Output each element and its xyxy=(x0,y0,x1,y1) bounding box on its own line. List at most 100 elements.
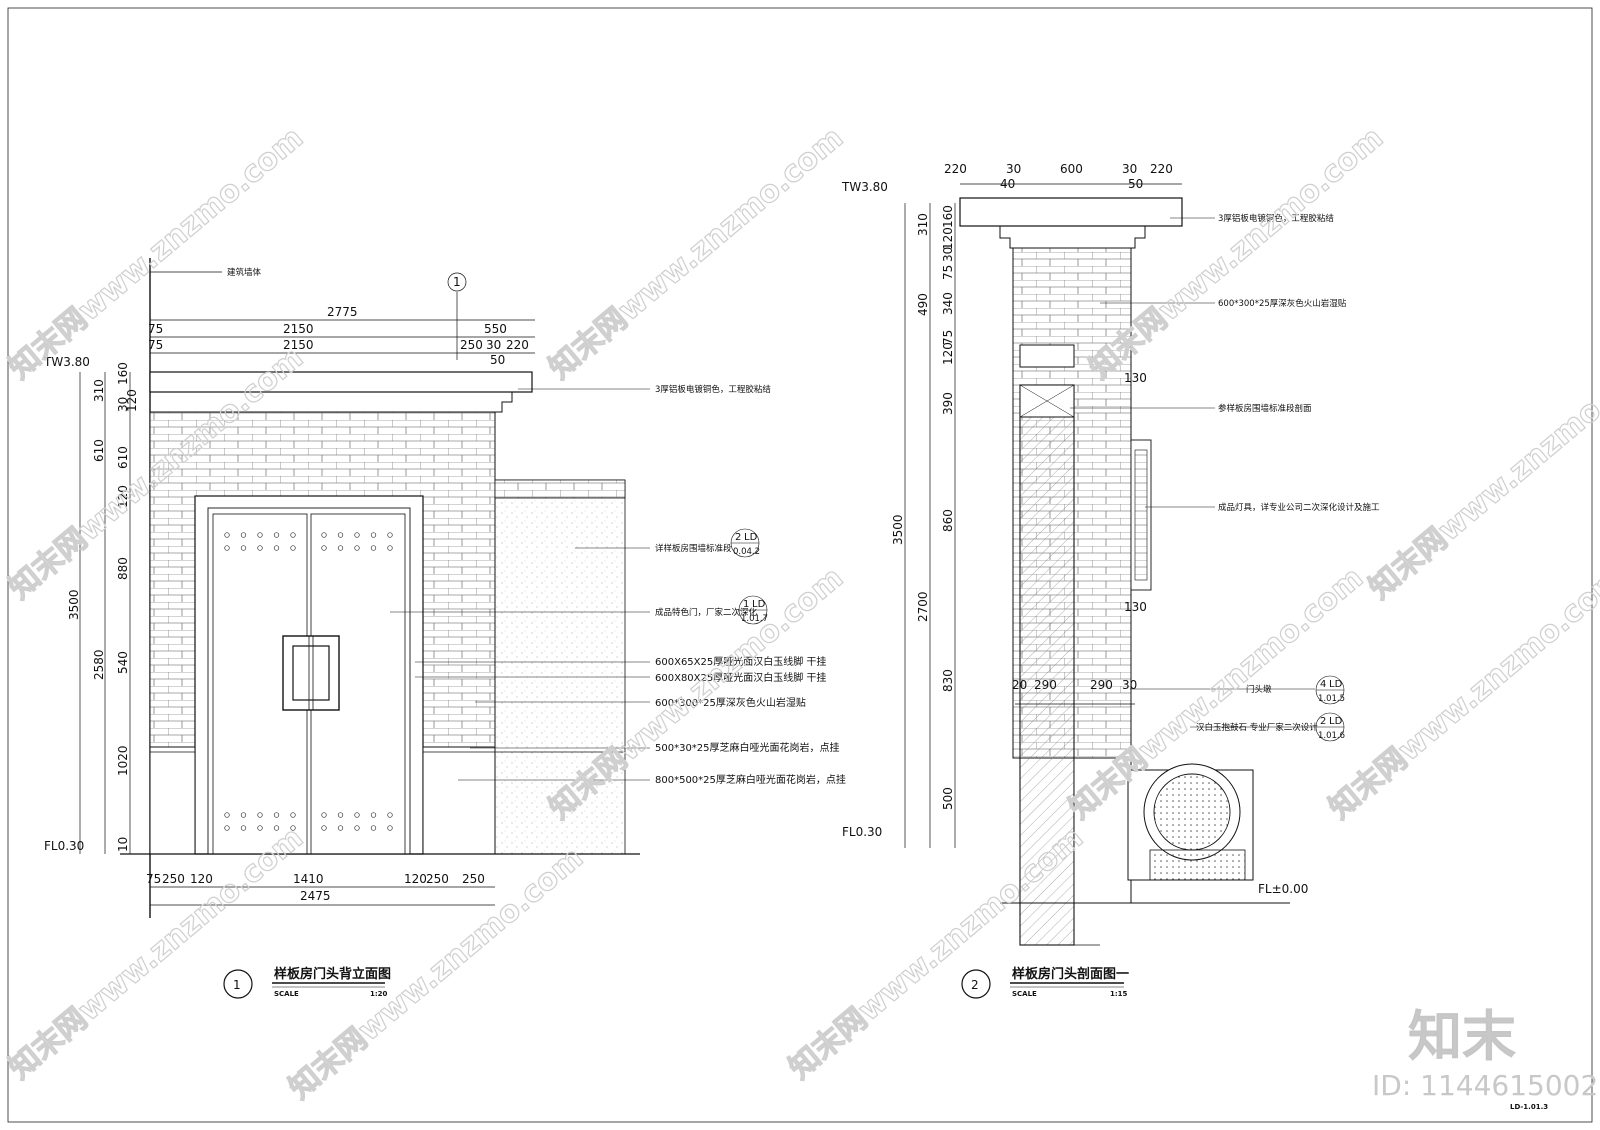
v2-ref2-sheet: 1.01.6 xyxy=(1318,731,1345,741)
door-stud xyxy=(273,545,280,551)
v2-li-830: 830 xyxy=(941,669,955,692)
v2-label-cap: 3厚铝板电镀铜色，工程胶粘结 xyxy=(1218,213,1334,224)
v1-ld-120: 120 xyxy=(125,389,139,412)
v1-level-floor: FL0.30 xyxy=(44,839,84,853)
v1-ld-30: 30 xyxy=(116,397,130,412)
v1-dim-r3-a: 75 xyxy=(148,338,163,352)
v2-li-30: 30 xyxy=(941,247,955,262)
v2-level-top: TW3.80 xyxy=(841,180,888,194)
door-stud xyxy=(290,545,296,551)
v2-li-120b: 120 xyxy=(941,342,955,365)
sheet-border xyxy=(7,7,1593,1123)
watermark-id: ID: 1144615002 xyxy=(1372,1069,1598,1102)
v1-lo-3500: 3500 xyxy=(67,589,81,620)
v1-dim-r2-b: 2150 xyxy=(283,322,314,336)
v2-left-dims: 160 120 30 75 340 75 120 390 860 830 500… xyxy=(891,205,955,810)
watermark-text: 知末网www.znzmo.com xyxy=(783,820,1090,1086)
v2-td-30b: 30 xyxy=(1122,162,1137,176)
door-stud xyxy=(354,825,360,831)
v2-li-160: 160 xyxy=(941,205,955,228)
door-stud xyxy=(321,825,327,831)
v2-lo-3500: 3500 xyxy=(891,514,905,545)
door-stud xyxy=(321,545,327,551)
view1-leaders xyxy=(390,388,768,781)
v2-li-500: 500 xyxy=(941,787,955,810)
v2-label-wall: 参样板房围墙标准段剖面 xyxy=(1218,403,1312,414)
v1-label-base: 800*500*25厚芝麻白哑光面花岗岩，点挂 xyxy=(655,773,846,786)
v1-dim-r2-a: 75 xyxy=(148,322,163,336)
v1-label-trim2: 600X80X25厚哑光面汉白玉线脚 干挂 xyxy=(655,671,826,684)
door-stud xyxy=(387,545,393,551)
v2-li-75a: 75 xyxy=(941,265,955,280)
v2-tds-50: 50 xyxy=(1128,177,1143,191)
v2-li-390: 390 xyxy=(941,392,955,415)
v1-level-top: TW3.80 xyxy=(43,355,90,369)
v2-td-220a: 220 xyxy=(944,162,967,176)
v1-ref2-top: 1 xyxy=(743,599,749,610)
door-stud xyxy=(354,812,360,818)
v2-td-220b: 220 xyxy=(1150,162,1173,176)
v2-lm-2700: 2700 xyxy=(916,591,930,622)
v2-md-20: 20 xyxy=(1012,678,1027,692)
v1-label-cap: 3厚铝板电镀铜色，工程胶粘结 xyxy=(655,384,771,395)
door-stud xyxy=(337,532,344,538)
v2-label-pier: 门头墩 xyxy=(1246,684,1272,695)
v2-title: 样板房门头剖面图一 xyxy=(1012,966,1129,982)
v1-lo-610: 610 xyxy=(92,439,106,462)
v2-td-30a: 30 xyxy=(1006,162,1021,176)
view2-dimension-lines xyxy=(904,183,1182,848)
door-stud xyxy=(337,545,344,551)
v1-ref1-sheet: 0.04.2 xyxy=(733,547,760,557)
v1-ld-160: 160 xyxy=(116,362,130,385)
v1-scale-label: SCALE xyxy=(274,990,299,998)
v2-li-860: 860 xyxy=(941,509,955,532)
door-stud xyxy=(240,532,247,538)
v1-ld-1020: 1020 xyxy=(116,745,130,776)
v1-bd-120b: 120 xyxy=(404,872,427,886)
door-stud xyxy=(354,545,360,551)
v2-ref1-sheet: 1.01.5 xyxy=(1318,694,1345,704)
door-stud xyxy=(224,812,230,818)
view1-elevation xyxy=(120,258,640,918)
sheet-number: LD-1.01.3 xyxy=(1510,1103,1548,1111)
v2-li-75b: 75 xyxy=(941,330,955,345)
v1-ref1-code: LD xyxy=(744,532,758,543)
v2-sd-130b: 130 xyxy=(1124,600,1147,614)
door-stud xyxy=(257,825,263,831)
v2-ref1-top: 4 xyxy=(1320,679,1326,690)
title-blocks xyxy=(223,969,1124,999)
v1-title: 样板房门头背立面图 xyxy=(274,966,391,982)
v1-dim-r3-c: 250 xyxy=(460,338,483,352)
door-stud xyxy=(290,812,296,818)
v1-dim-total: 2775 xyxy=(327,305,358,319)
v1-ref1-top: 2 xyxy=(735,532,741,543)
view2-leaders xyxy=(1070,217,1345,742)
door-stud xyxy=(257,545,263,551)
door-stud xyxy=(273,825,280,831)
v1-bd-1410: 1410 xyxy=(293,872,324,886)
v1-left-dims: 310 160 30 120 610 120 880 540 1020 10 6… xyxy=(67,362,139,852)
view2-section xyxy=(959,197,1290,946)
door-stud xyxy=(370,825,377,831)
v1-bd-250: 250 xyxy=(162,872,185,886)
door-studs xyxy=(224,532,393,831)
v1-dim-r3b: 50 xyxy=(490,353,505,367)
v2-lm-490: 490 xyxy=(916,293,930,316)
v2-ref1-code: LD xyxy=(1329,679,1343,690)
door-stud xyxy=(321,532,327,538)
door-stud xyxy=(290,825,296,831)
v1-dim-r3-d: 30 xyxy=(486,338,501,352)
v1-label-fence: 详样板房围墙标准段 xyxy=(655,543,732,554)
v2-md-290b: 290 xyxy=(1090,678,1113,692)
door-stud xyxy=(257,532,263,538)
v2-md-30: 30 xyxy=(1122,678,1137,692)
door-stud xyxy=(387,812,393,818)
v1-bd-75: 75 xyxy=(146,872,161,886)
v2-label-drum: 汉白玉抱鼓石 专业厂家二次设计 xyxy=(1196,722,1318,733)
watermark-text: 知末网www.znzmo.com xyxy=(3,820,310,1086)
door-stud xyxy=(354,532,360,538)
v2-sd-130a: 130 xyxy=(1124,371,1147,385)
v2-ref2-code: LD xyxy=(1329,716,1343,727)
v1-dim-r3-b: 2150 xyxy=(283,338,314,352)
